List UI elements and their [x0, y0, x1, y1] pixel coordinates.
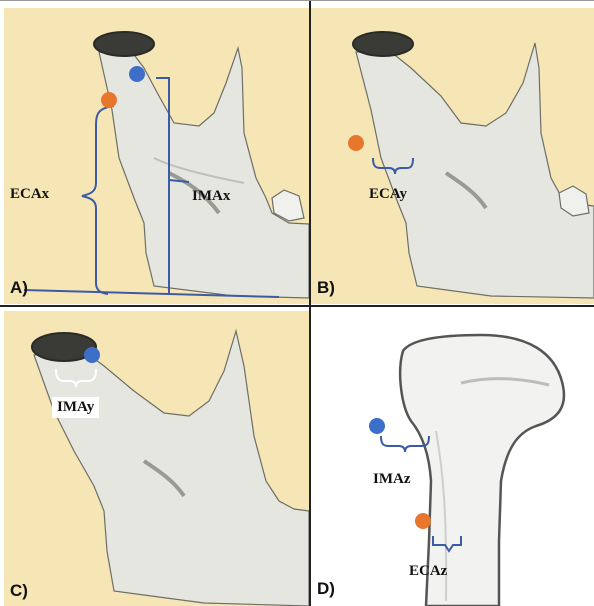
imax-label: IMAx: [192, 188, 230, 205]
ima-marker-dot: [84, 347, 100, 363]
ecay-label: ECAy: [369, 186, 407, 203]
panel-b: ECAy B): [311, 8, 594, 304]
panel-a: ECAx IMAx A): [4, 8, 309, 304]
horizontal-divider: [0, 305, 594, 307]
condyle-head: [94, 32, 154, 56]
panel-c-illustration: [4, 311, 309, 606]
panel-d-letter: D): [317, 579, 335, 599]
eca-marker-dot: [415, 513, 431, 529]
panel-a-letter: A): [10, 278, 28, 298]
condyle-head: [353, 32, 413, 56]
panel-b-letter: B): [317, 278, 335, 298]
eca-marker-dot: [101, 92, 117, 108]
imaz-label: IMAz: [373, 471, 411, 488]
panel-b-illustration: [311, 8, 594, 304]
imay-label: IMAy: [52, 397, 99, 418]
ima-marker-dot: [369, 418, 385, 434]
vertical-divider: [309, 0, 311, 606]
panel-c-letter: C): [10, 581, 28, 601]
panel-c: IMAy C): [4, 311, 309, 606]
ecaz-label: ECAz: [409, 563, 447, 580]
panel-d-illustration: [311, 311, 594, 606]
top-border: [0, 0, 594, 1]
panel-a-illustration: [4, 8, 309, 304]
panel-d: IMAz ECAz D): [311, 311, 594, 606]
eca-marker-dot: [348, 135, 364, 151]
ecax-label: ECAx: [10, 186, 49, 203]
ima-marker-dot: [129, 66, 145, 82]
